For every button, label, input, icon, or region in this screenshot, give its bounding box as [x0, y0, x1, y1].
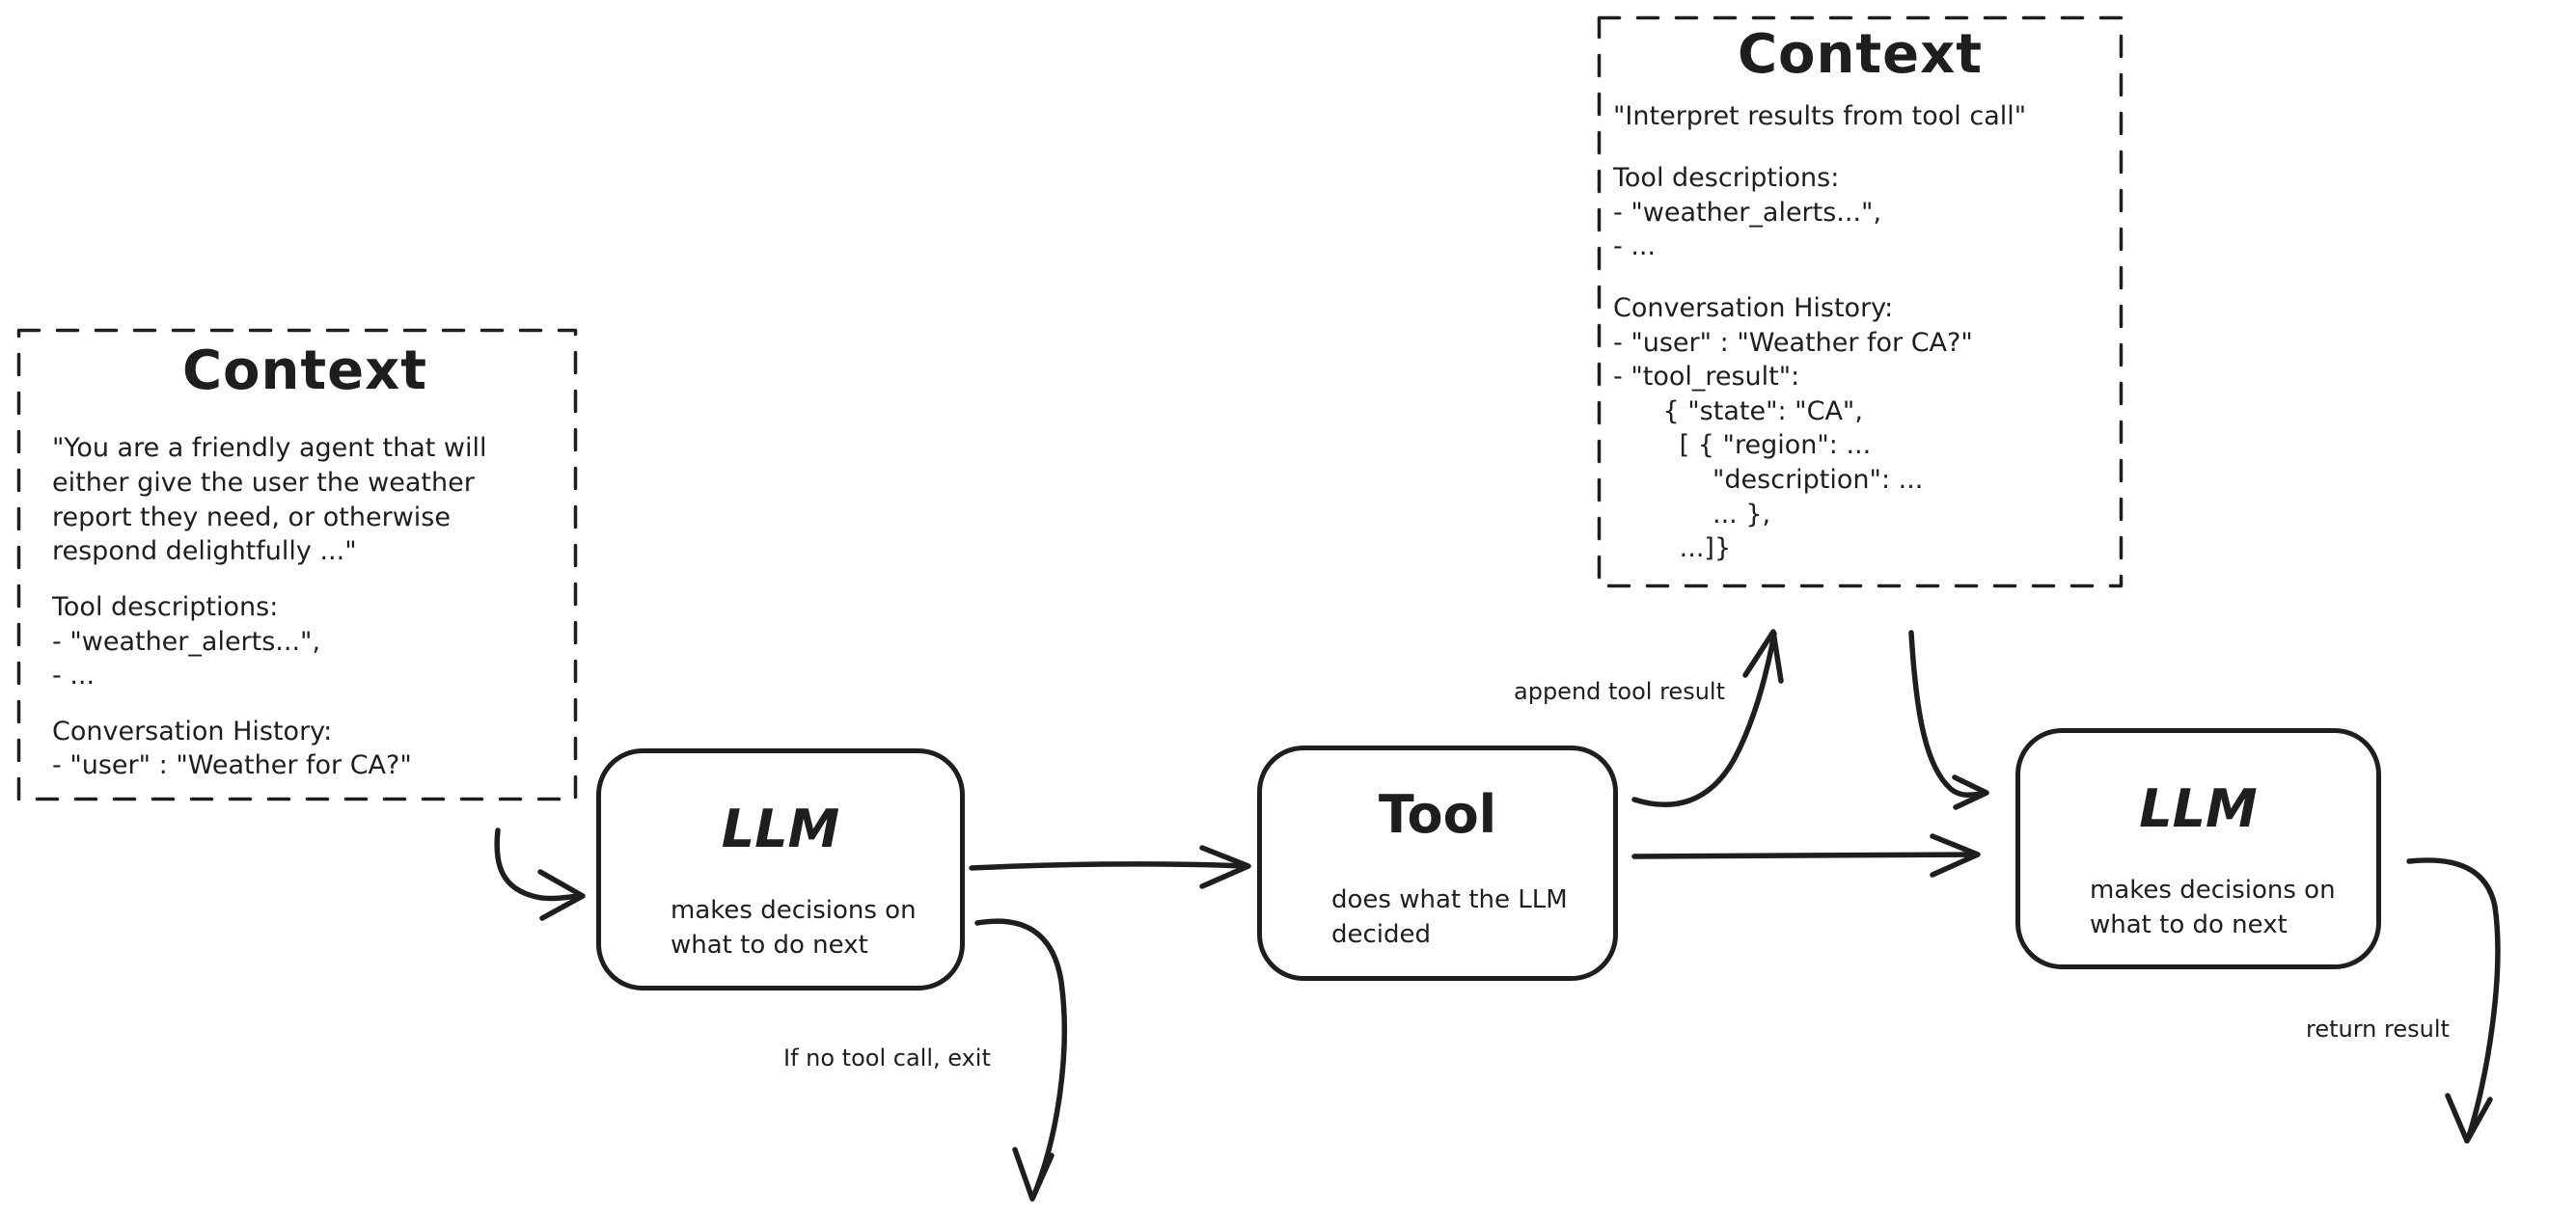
tool-node: Tool does what the LLM decided — [1257, 746, 1618, 981]
conversation-history-section: Conversation History: - "user" : "Weathe… — [1613, 291, 2107, 566]
arrowhead-llm2-return — [2445, 1093, 2493, 1144]
arrowhead-context-to-llm2 — [1952, 774, 1989, 810]
tool-result-json-block: - "tool_result": { "state": "CA", [ { "r… — [1613, 362, 1924, 564]
interpret-instruction-text: "Interpret results from tool call" — [1613, 101, 2027, 132]
tool-descriptions-section: Tool descriptions: - "weather_alerts..."… — [1613, 161, 2107, 264]
arrow-context-to-llm2 — [1908, 630, 1987, 798]
context-title: Context — [1737, 23, 1984, 86]
arrow-tool-to-context — [1631, 631, 1777, 808]
arrowhead-llm1-to-tool — [1199, 845, 1251, 889]
tool-descriptions-section: Tool descriptions: - "weather_alerts..."… — [52, 590, 558, 693]
node-description: does what the LLM decided — [1331, 885, 1568, 949]
edge-label-return-result: return result — [2306, 1016, 2450, 1043]
node-title: LLM — [2139, 778, 2258, 839]
llm-node-2: LLM makes decisions on what to do next — [2015, 728, 2381, 969]
node-title: Tool — [1378, 784, 1497, 845]
tool-description-item: - ... — [52, 661, 96, 692]
arrow-llm2-return — [2406, 857, 2501, 1142]
node-description: makes decisions on what to do next — [671, 896, 917, 960]
tool-description-item: - ... — [1613, 231, 1657, 262]
arrowhead-tool-to-llm2 — [1930, 833, 1981, 878]
arrow-llm1-to-tool — [969, 861, 1248, 871]
tool-descriptions-heading: Tool descriptions: — [52, 591, 279, 622]
conversation-history-item: - "user" : "Weather for CA?" — [52, 750, 412, 781]
context-box-system-prompt: Context "You are a friendly agent that w… — [17, 329, 577, 800]
arrow-context-to-llm1 — [494, 828, 581, 902]
arrowhead-llm1-exit — [1012, 1147, 1055, 1202]
context-title: Context — [181, 339, 428, 402]
node-description: makes decisions on what to do next — [2090, 876, 2336, 939]
conversation-history-section: Conversation History: - "user" : "Weathe… — [52, 715, 558, 783]
node-title: LLM — [721, 799, 840, 859]
conversation-history-heading: Conversation History: — [1613, 292, 1894, 323]
tool-descriptions-heading: Tool descriptions: — [1613, 163, 1840, 194]
system-prompt-text: "You are a friendly agent that will eith… — [52, 433, 487, 567]
conversation-history-item: - "user" : "Weather for CA?" — [1613, 327, 1973, 358]
edge-label-no-tool-call-exit: If no tool call, exit — [783, 1045, 991, 1072]
context-box-tool-result: Context "Interpret results from tool cal… — [1598, 16, 2123, 587]
tool-description-item: - "weather_alerts...", — [52, 626, 321, 657]
arrowhead-tool-to-context — [1742, 629, 1784, 684]
tool-description-item: - "weather_alerts...", — [1613, 197, 1882, 228]
arrow-tool-to-llm2 — [1631, 852, 1977, 859]
edge-label-append-tool-result: append tool result — [1514, 678, 1725, 705]
conversation-history-heading: Conversation History: — [52, 716, 333, 746]
llm-node-1: LLM makes decisions on what to do next — [596, 748, 965, 990]
arrowhead-context-to-llm1 — [537, 869, 586, 921]
